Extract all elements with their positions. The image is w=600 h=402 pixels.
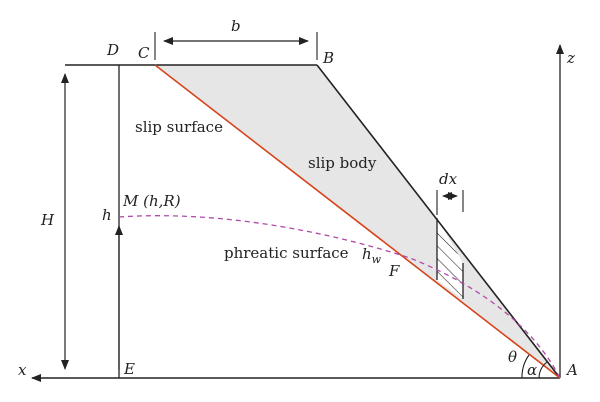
angle-alpha-arc	[538, 361, 548, 379]
label-slip-body: slip body	[308, 154, 377, 172]
label-c: C	[138, 44, 150, 62]
slip-surface-line	[154, 64, 561, 379]
slope-face	[316, 64, 561, 379]
label-h-total: H	[40, 211, 55, 229]
label-b: b	[231, 17, 241, 35]
label-a: A	[565, 361, 578, 379]
label-b-point: B	[322, 49, 334, 67]
label-h: h	[102, 206, 112, 224]
label-d: D	[106, 41, 119, 59]
label-slip-surface: slip surface	[135, 118, 223, 136]
label-hw: hw	[362, 245, 382, 266]
label-z: z	[566, 49, 575, 67]
label-alpha: α	[527, 361, 537, 379]
label-e: E	[123, 360, 135, 378]
label-f: F	[388, 262, 400, 280]
label-phreatic-surface: phreatic surface	[224, 244, 349, 262]
label-dx: dx	[439, 170, 458, 188]
label-theta: θ	[508, 348, 517, 366]
label-x: x	[18, 361, 27, 379]
phreatic-surface-curve	[118, 215, 561, 379]
label-m: M (h,R)	[122, 192, 181, 210]
angle-theta-arc	[521, 354, 530, 379]
